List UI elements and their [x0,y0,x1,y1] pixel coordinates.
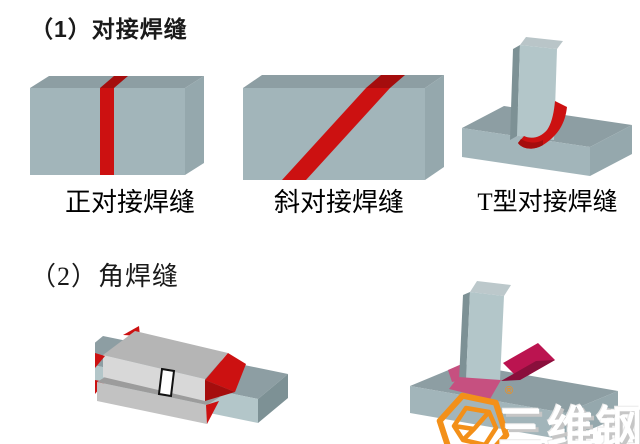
plate-left-face [510,45,520,140]
figure-label: 正对接焊缝 [64,188,195,217]
figure-straight-butt-weld [25,45,235,180]
figure-diagonal-butt-weld [233,60,445,182]
hexagon-cube-logo-icon [436,392,510,444]
plate-front-face [466,292,504,381]
figure-label: T型对接焊缝 [477,189,618,216]
registered-trademark-icon: ® [505,385,514,397]
bottom-plate-weld-right [206,401,219,424]
section-2-heading: （2）角焊缝 [30,262,180,291]
plate-front-face [517,45,557,140]
section-1-heading: （1）对接焊缝 [30,16,188,42]
weld-bead-shadow [518,139,543,149]
top-plate-weld-right [205,353,246,392]
fillet-weld-right [503,343,555,380]
plate-left-face [459,292,470,381]
weld-bead [518,101,567,149]
bottom-plate-front-face [97,382,207,424]
block-side-face [425,75,444,180]
fillet-weld-front [449,377,501,399]
straight-butt-weld-drawing [30,76,204,175]
plate-top-face [470,281,511,296]
base-front-face [462,128,590,176]
fillet-weld-right-shadow [501,360,555,381]
top-plate-weld-front-left [95,353,105,368]
block-side-face [185,76,204,175]
butt-gap [157,367,176,398]
plate-top-face [520,37,563,49]
top-plate-front-face [103,355,205,401]
watermark-logo [433,388,515,444]
weld-seam [100,88,114,175]
base-side-face [565,391,618,440]
watermark-text: 三维钢 [498,402,640,444]
logo-cube-lines [451,405,499,444]
diagonal-butt-weld-drawing [243,75,444,180]
figure-label: 斜对接焊缝 [273,188,404,217]
t-butt-weld-drawing [462,37,632,176]
figure-t-butt-weld [450,33,635,183]
logo-hexagon-outline [436,392,510,444]
lap-fillet-weld-drawing [95,326,288,424]
weld-seam-top [100,76,128,88]
beam-end-face [258,374,288,423]
weld-seam [282,88,390,180]
weld-seam-top [366,75,405,88]
top-plate-top-face [103,331,228,379]
top-plate-weld-right-shadow [205,380,235,401]
figure-lap-fillet-weld [95,322,360,434]
base-side-face [590,125,632,176]
block-top-face [243,75,444,88]
